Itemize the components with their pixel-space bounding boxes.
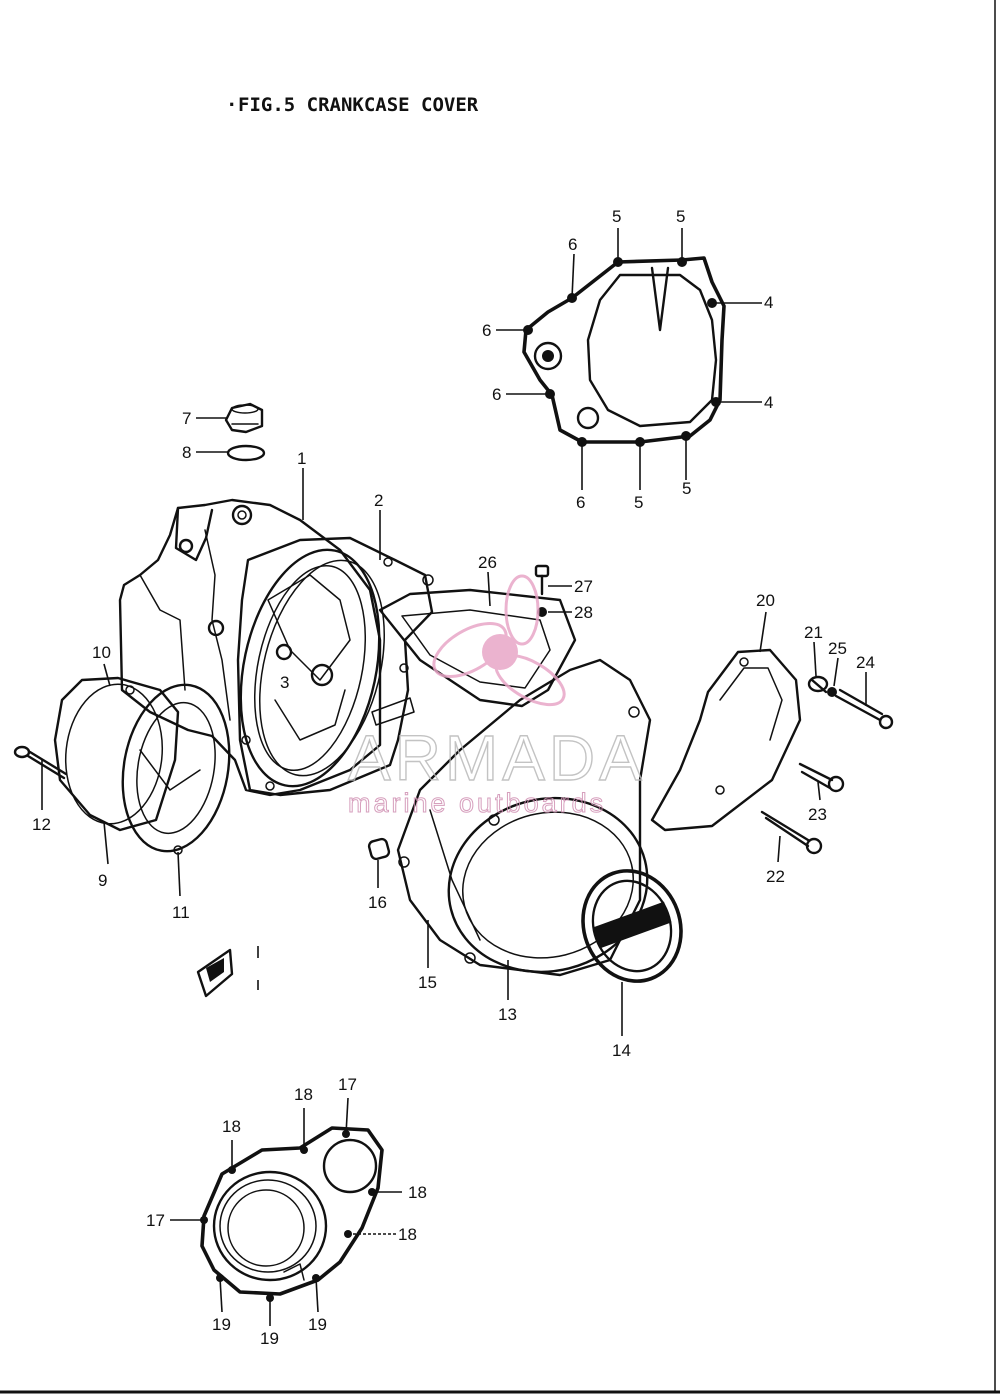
- callout-5d: 5: [682, 479, 691, 498]
- leader-lines: [41, 228, 867, 1326]
- callout-7: 7: [182, 409, 191, 428]
- callout-6c: 6: [492, 385, 501, 404]
- callout-21: 21: [804, 623, 823, 642]
- breather-plate: [378, 588, 577, 708]
- dowel-16: [367, 837, 391, 861]
- propeller-logo-icon: [432, 574, 566, 707]
- crankcase-cover-body: [118, 498, 382, 797]
- callout-4b: 4: [764, 393, 773, 412]
- callout-5b: 5: [676, 207, 685, 226]
- watermark-brand: ARMADA: [348, 722, 646, 794]
- badge-cap: [581, 869, 683, 983]
- figure-title: FIG.5 CRANKCASE COVER: [238, 94, 479, 116]
- oil-filler-cap: [224, 402, 264, 434]
- sprocket-cover: [650, 648, 802, 832]
- callout-25: 25: [828, 639, 847, 658]
- callout-20: 20: [756, 591, 775, 610]
- washer-25: [827, 687, 837, 697]
- bolt-24: [834, 688, 894, 730]
- screw-27: [534, 564, 550, 596]
- callout-18c: 18: [408, 1183, 427, 1202]
- bolt-22: [760, 810, 823, 855]
- callout-5c: 5: [634, 493, 643, 512]
- left-cover-assembly: [53, 676, 231, 855]
- callout-14: 14: [612, 1041, 631, 1060]
- callout-1: 1: [297, 449, 306, 468]
- forward-arrow-icon: [196, 946, 259, 998]
- callout-13: 13: [498, 1005, 517, 1024]
- callout-6b: 6: [482, 321, 491, 340]
- callout-27: 27: [574, 577, 593, 596]
- spacer-21: [807, 675, 829, 694]
- bolt-12: [13, 745, 68, 780]
- callout-24: 24: [856, 653, 875, 672]
- callout-6a: 6: [568, 235, 577, 254]
- callout-22: 22: [766, 867, 785, 886]
- watermark: ARMADA marine outboards: [347, 574, 646, 819]
- callout-19b: 19: [260, 1329, 279, 1348]
- callout-3: 3: [280, 673, 289, 692]
- callout-19a: 19: [212, 1315, 231, 1334]
- callout-2: 2: [374, 491, 383, 510]
- bolt-23: [798, 762, 845, 793]
- callout-18d: 18: [398, 1225, 417, 1244]
- callout-28: 28: [574, 603, 593, 622]
- callout-23: 23: [808, 805, 827, 824]
- callout-6d: 6: [576, 493, 585, 512]
- callout-15: 15: [418, 973, 437, 992]
- callout-11: 11: [172, 903, 190, 922]
- callout-4a: 4: [764, 293, 773, 312]
- callout-12: 12: [32, 815, 51, 834]
- callout-10: 10: [92, 643, 111, 662]
- callout-17a: 17: [338, 1075, 357, 1094]
- o-ring: [226, 444, 266, 462]
- callout-labels: 1 2 3 4 4 5 5 5 5 6 6 6 6 7 8 9 10 11 12…: [32, 207, 875, 1348]
- callout-5a: 5: [612, 207, 621, 226]
- callout-9: 9: [98, 871, 107, 890]
- callout-18b: 18: [222, 1117, 241, 1136]
- watermark-tagline: marine outboards: [348, 788, 606, 818]
- callout-8: 8: [182, 443, 191, 462]
- generator-cover: [396, 658, 652, 977]
- callout-26: 26: [478, 553, 497, 572]
- figure-title-bullet: ·: [226, 94, 237, 116]
- callout-18a: 18: [294, 1085, 313, 1104]
- washer-28: [537, 607, 547, 617]
- callout-19c: 19: [308, 1315, 327, 1334]
- lower-cover-gasket: [200, 1126, 384, 1302]
- callout-16: 16: [368, 893, 387, 912]
- callout-17b: 17: [146, 1211, 165, 1230]
